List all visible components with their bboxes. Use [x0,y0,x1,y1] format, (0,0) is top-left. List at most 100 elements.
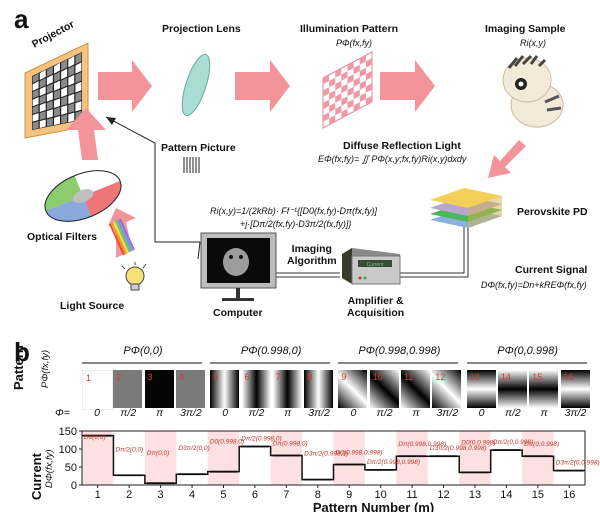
current-signal-label: Current Signal [515,264,588,276]
x-tick-label: 14 [500,489,512,501]
pattern-cell [329,90,336,100]
illumination-pattern-icon [322,51,373,129]
current-annotation: Dπ(0,0.998) [524,441,559,448]
panel-a-label: a [14,4,29,34]
pattern-cell [341,83,348,94]
pattern-group-bracket [82,362,202,364]
amplifier-line1: Amplifier & [347,295,404,307]
pattern-tile-number: 6 [244,372,250,382]
checker-cell [32,121,39,130]
pattern-group-title: PΦ(0,0) [123,345,163,357]
checker-cell [32,73,39,84]
x-tick-label: 15 [532,489,544,501]
pattern-group-bracket [338,362,459,364]
checker-cell [75,91,82,102]
imaging-algorithm-line2: Algorithm [287,255,337,267]
current-step-line [82,434,585,484]
phase-label: 3π/2 [564,407,587,419]
pattern-group-bracket [466,362,587,364]
checker-cell [61,68,68,80]
checker-cell [68,74,75,86]
pattern-tile-number: 2 [116,372,122,382]
connector-computer-to-projector [105,116,200,243]
checker-cell [75,101,82,112]
x-tick-label: 3 [158,489,164,501]
pattern-picture-icon [183,157,200,173]
checker-cell [68,84,75,95]
pattern-cell [365,58,372,68]
current-annotation: Dπ/2(0,0) [115,446,143,453]
x-tick-label: 1 [95,489,101,501]
pattern-tile: 1 [82,370,113,410]
checker-cell [61,86,68,98]
pattern-cell [329,115,336,125]
checker-cell [54,116,60,126]
pattern-tile-number: 11 [404,372,414,382]
reconstruction-formula-line2: +j·[Dπ/2(fx,fy)-D3π/2(fx,fy)]} [240,219,352,229]
light-bulb-icon [121,262,147,291]
phase-label: π/2 [120,407,137,419]
pattern-cell [323,112,330,122]
computer-icon [200,232,277,301]
pattern-tile: 7 [272,370,302,408]
pattern-tile: 13 [466,370,496,408]
current-annotation: D3π/2(0,0) [178,445,209,452]
shade-band [207,431,240,485]
pattern-tile: 8 [304,370,334,408]
checker-cell [61,114,68,124]
checker-cell [46,92,53,102]
phase-label: 0 [350,407,357,419]
checker-cell [46,109,53,119]
pattern-tile: 2 [113,370,143,408]
checker-cell [61,105,68,115]
pattern-cell [359,80,366,90]
checker-cell [39,111,46,120]
pattern-tile: 3 [144,370,174,408]
pattern-cell [329,102,336,113]
pattern-cell [359,55,366,65]
x-tick-label: 6 [252,489,258,501]
pattern-cell [353,89,360,100]
imaging-sample-formula: Ri(x,y) [520,38,546,48]
pattern-tile-number: 10 [372,372,383,382]
pattern-tile: 10 [369,370,399,408]
pattern-tile: 16 [560,370,590,408]
checker-cell [68,56,75,68]
current-annotation: D3π/2(0.998,0) [304,451,348,458]
checker-cell [46,83,53,94]
panel-b-label: b [14,337,30,367]
phi-label: Φ= [55,407,70,419]
phase-label: π [156,407,164,419]
current-annotation: D0(0.998,0) [210,439,244,446]
pattern-cell [365,70,372,81]
pattern-group-title: PΦ(0.998,0) [240,345,302,357]
checker-cell [39,78,46,88]
pattern-cell [347,86,354,97]
checker-cell [46,117,53,127]
pattern-picture-label: Pattern Picture [161,142,236,154]
pattern-group-title: PΦ(0.998,0.998) [358,345,441,357]
pattern-tile-number: 7 [275,372,281,382]
shade-band [333,431,365,485]
checker-cell [54,80,60,91]
checker-cell [61,77,68,89]
amplifier-label: Amplifier & Acquisition [347,295,404,319]
arrow-filter-to-projector [66,108,106,160]
checker-cell [39,86,46,96]
pattern-tile: 14 [497,370,527,408]
pattern-cell [323,87,330,97]
phase-label: π [540,407,548,419]
optical-filters-label: Optical Filters [27,231,98,243]
x-tick-label: 4 [189,489,195,501]
arrow-pattern-to-sample [380,60,435,112]
checker-cell [68,103,75,114]
phase-label: π/2 [248,407,265,419]
phase-label: 0 [222,407,229,419]
current-annotation: D3π/2(0,0.998) [556,460,600,467]
pattern-tile: 9 [338,370,368,408]
phase-label: 0 [478,407,485,419]
checker-cell [32,81,39,91]
pattern-tile-number: 5 [213,372,219,382]
current-annotation: Dπ/2(0.998,0.998) [367,459,420,466]
shade-band [459,431,491,485]
